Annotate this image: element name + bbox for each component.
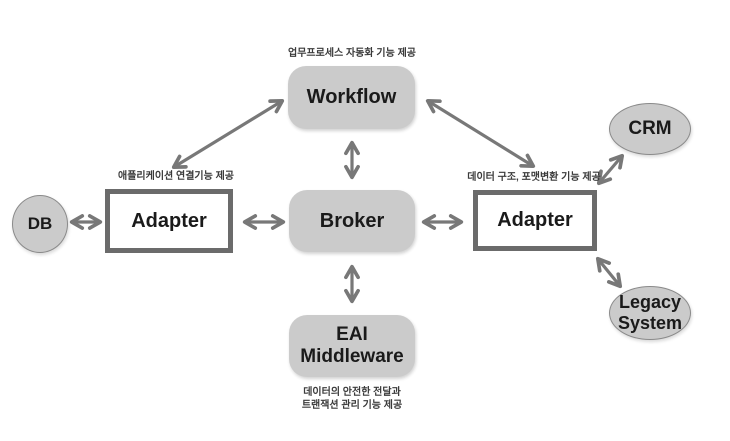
node-adapter-left: Adapter (105, 189, 233, 253)
node-workflow: Workflow (288, 66, 415, 129)
legacy-line1: Legacy (618, 291, 682, 312)
node-crm: CRM (609, 103, 691, 155)
edge-workflow-adapterright (425, 98, 536, 169)
node-legacy-system: Legacy System (609, 286, 691, 340)
node-db-label: DB (27, 214, 53, 233)
note-eai-line2: 트랜잭션 관리 기능 제공 (301, 400, 403, 411)
eai-line2: Middleware (300, 346, 404, 367)
note-eai-line1: 데이터의 안전한 전달과 (303, 387, 401, 398)
node-eai-middleware-label: EAI Middleware (300, 324, 403, 369)
node-adapter-left-label: Adapter (131, 209, 207, 232)
note-workflow: 업무프로세스 자동화 기능 제공 (288, 48, 416, 59)
node-workflow-label: Workflow (306, 86, 397, 108)
note-eai-middleware: 데이터의 안전한 전달과 트랜잭션 관리 기능 제공 (302, 386, 402, 412)
note-adapter-right: 데이터 구조, 포맷변환 기능 제공 (467, 172, 601, 183)
node-adapter-right: Adapter (473, 190, 597, 251)
eai-line1: EAI (336, 323, 368, 345)
node-crm-label: CRM (628, 118, 672, 139)
node-adapter-right-label: Adapter (497, 209, 573, 231)
edge-adapterright-legacy (595, 256, 623, 289)
node-db: DB (12, 195, 68, 253)
legacy-line2: System (617, 313, 683, 333)
node-eai-middleware: EAI Middleware (289, 315, 415, 377)
note-adapter-left: 애플리케이션 연결기능 제공 (118, 171, 234, 182)
node-broker-label: Broker (319, 209, 385, 232)
edge-adapterleft-workflow (171, 98, 285, 170)
node-broker: Broker (289, 190, 415, 252)
edge-adapterright-crm (596, 153, 625, 186)
node-legacy-system-label: Legacy System (618, 292, 682, 334)
